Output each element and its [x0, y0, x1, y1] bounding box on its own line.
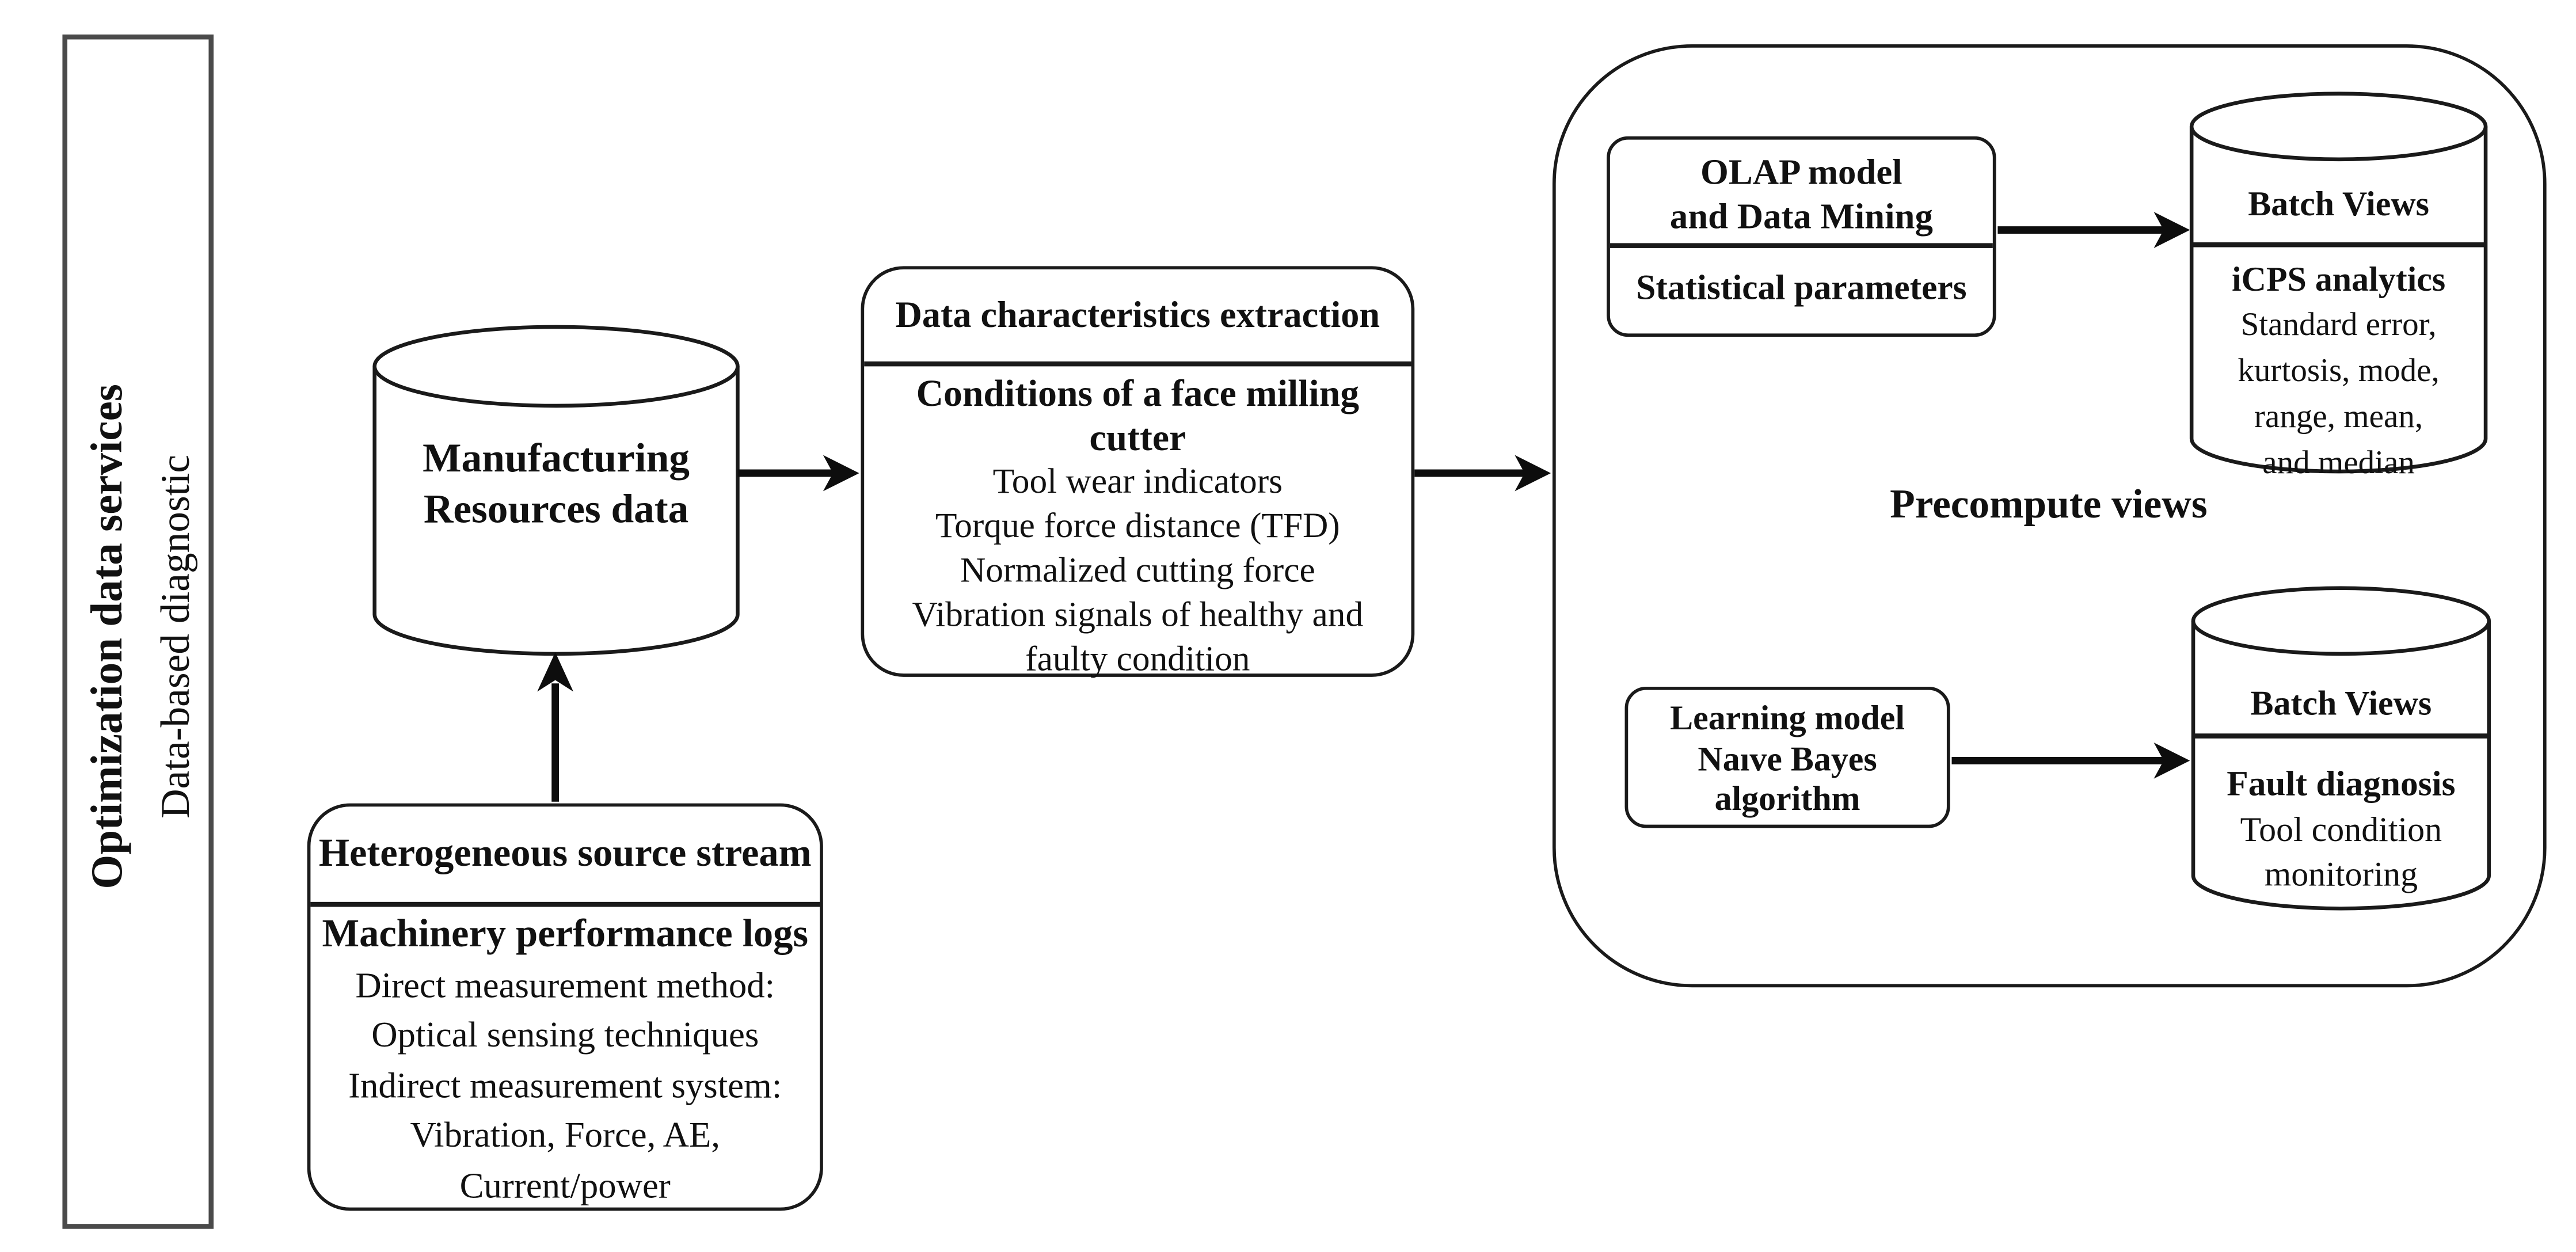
- learning-box: Learning model Naıve Bayes algorithm: [1624, 686, 1950, 828]
- arrow-head-icon: [1515, 455, 1551, 492]
- source-stream-body-line: Current/power: [459, 1164, 671, 1205]
- source-stream-box: Heterogeneous source stream Machinery pe…: [307, 803, 823, 1211]
- arrow-db-to-extraction: [737, 455, 859, 492]
- analytics-db-line: and median: [2262, 445, 2415, 482]
- fault-db-line: Tool condition: [2240, 809, 2442, 849]
- sidebar-subtitle: Data-based diagnostic: [154, 454, 199, 819]
- arrow-extraction-to-serving: [1414, 455, 1551, 492]
- cylinder-top: [372, 325, 740, 408]
- analytics-db-body: iCPS analytics Standard error, kurtosis,…: [2191, 256, 2486, 486]
- source-stream-body-title: Machinery performance logs: [322, 913, 809, 956]
- analytics-db-line: range, mean,: [2254, 399, 2423, 436]
- box-divider: [310, 901, 820, 907]
- extraction-body-line: Vibration signals of healthy and: [912, 595, 1364, 634]
- box-divider: [1609, 243, 1993, 248]
- learning-box-line: Learning model: [1670, 698, 1905, 738]
- cylinder-body: [372, 366, 740, 656]
- source-stream-body-line: Indirect measurement system:: [348, 1063, 782, 1105]
- arrow-head-icon: [823, 455, 859, 492]
- fault-db-title: Fault diagnosis: [2227, 764, 2456, 804]
- analytics-db-header: Batch Views: [2248, 184, 2429, 224]
- sidebar-title: Optimization data services: [82, 384, 132, 889]
- extraction-header-label: Data characteristics extraction: [895, 294, 1380, 336]
- extraction-body-line: Tool wear indicators: [992, 461, 1283, 501]
- extraction-body-title-line: cutter: [1089, 417, 1186, 459]
- source-stream-body: Machinery performance logs Direct measur…: [310, 910, 820, 1211]
- fault-db-body: Fault diagnosis Tool condition monitorin…: [2193, 762, 2489, 897]
- fault-db-line: monitoring: [2264, 854, 2418, 894]
- arrow-head-icon: [2153, 742, 2190, 779]
- olap-title-line: and Data Mining: [1669, 195, 1933, 237]
- manufacturing-db-line: Resources data: [423, 488, 689, 532]
- learning-box-line: algorithm: [1714, 778, 1860, 819]
- extraction-body-title-line: Conditions of a face milling: [916, 372, 1360, 414]
- extraction-body-line: Torque force distance (TFD): [935, 506, 1340, 546]
- extraction-body-line: faulty condition: [1025, 639, 1250, 679]
- olap-footer-label: Statistical parameters: [1636, 268, 1967, 307]
- cylinder-top: [2191, 586, 2491, 656]
- manufacturing-db-cylinder-icon: [372, 325, 740, 656]
- precompute-views-label: Precompute views: [1890, 483, 2208, 528]
- extraction-box: Data characteristics extraction Conditio…: [861, 266, 1415, 679]
- arrow-head-icon: [537, 652, 574, 692]
- arrow-stream-to-db: [537, 652, 574, 802]
- source-stream-header: Heterogeneous source stream: [310, 806, 820, 902]
- fault-db-cylinder-icon: [2191, 586, 2491, 911]
- fault-db-header: Batch Views: [2250, 683, 2432, 723]
- learning-box-line: Naıve Bayes: [1698, 738, 1877, 778]
- extraction-header: Data characteristics extraction: [864, 269, 1411, 361]
- analytics-db-line: Standard error,: [2240, 307, 2437, 344]
- box-divider: [864, 361, 1411, 367]
- optimization-services-bar: Optimization data services Data-based di…: [62, 34, 214, 1229]
- extraction-body: Conditions of a face milling cutter Tool…: [864, 371, 1411, 682]
- analytics-db-title: iCPS analytics: [2231, 259, 2446, 299]
- extraction-body-line: Normalized cutting force: [960, 550, 1315, 590]
- arrow-head-icon: [2153, 212, 2190, 248]
- olap-title-line: OLAP model: [1700, 151, 1902, 192]
- arrow-learning-to-fault-db: [1951, 742, 2190, 779]
- olap-footer: Statistical parameters: [1610, 268, 1993, 309]
- olap-title: OLAP model and Data Mining: [1610, 150, 1993, 238]
- source-stream-header-label: Heterogeneous source stream: [318, 832, 812, 875]
- cylinder-body: [2189, 126, 2488, 474]
- source-stream-body-line: Optical sensing techniques: [371, 1013, 759, 1055]
- source-stream-body-line: Direct measurement method:: [355, 963, 775, 1005]
- optimization-services-bar-text: Optimization data services Data-based di…: [67, 39, 219, 1234]
- manufacturing-db-line: Manufacturing: [423, 437, 690, 482]
- source-stream-body-line: Vibration, Force, AE,: [410, 1113, 721, 1155]
- manufacturing-db-label: Manufacturing Resources data: [375, 433, 738, 535]
- arrow-olap-to-analytics-db: [1997, 212, 2190, 248]
- serving-layer-container: [1552, 44, 2547, 988]
- analytics-db-line: kurtosis, mode,: [2238, 353, 2440, 390]
- olap-box: OLAP model and Data Mining Statistical p…: [1607, 136, 1996, 337]
